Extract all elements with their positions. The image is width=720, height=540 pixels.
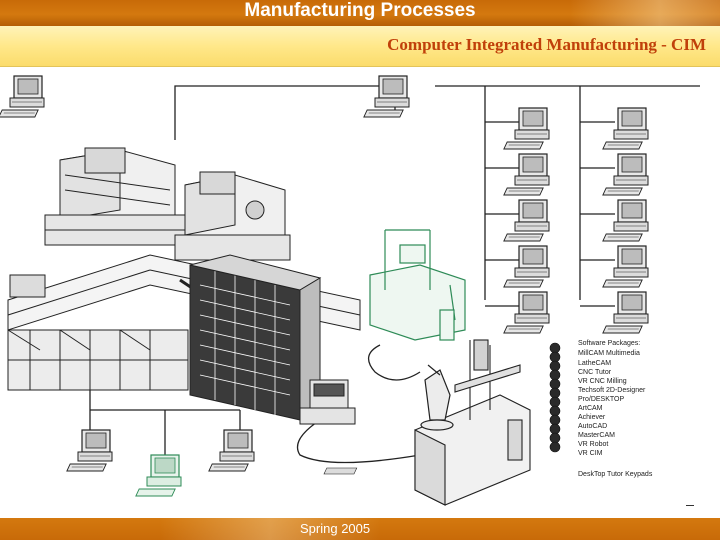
software-item: CNC Tutor — [578, 369, 612, 376]
subtitle-bar — [0, 26, 720, 67]
software-item: ArtCAM — [578, 405, 603, 412]
storage-rack — [189, 254, 322, 421]
software-item: Techsoft 2D-Designer — [578, 387, 646, 394]
software-item: Achiever — [578, 414, 606, 421]
cnc-machine-left — [44, 147, 196, 246]
header-bar — [0, 0, 720, 26]
footer-date: Spring 2005 — [300, 521, 371, 536]
workstation-top-center — [363, 75, 410, 118]
keypads-label: DeskTop Tutor Keypads — [578, 471, 653, 478]
conveyor-system — [7, 254, 361, 391]
footer-highlight — [160, 518, 380, 540]
cim-diagram: Software Packages: MillCAM Multimedia La… — [0, 75, 700, 506]
assembly-robot — [369, 229, 466, 341]
software-item: AutoCAD — [578, 423, 607, 430]
software-item: VR Robot — [578, 441, 608, 448]
software-item: MasterCAM — [578, 432, 615, 439]
workstation-bottom-right — [208, 429, 255, 472]
keypad-stack — [323, 342, 561, 475]
footer-bar — [0, 518, 720, 540]
header-highlight — [570, 0, 720, 26]
software-item: MillCAM Multimedia — [578, 350, 640, 357]
slide-marker — [686, 505, 694, 506]
software-packages-list: Software Packages: MillCAM Multimedia La… — [578, 340, 653, 478]
controller-unit — [299, 379, 356, 425]
software-item: VR CIM — [578, 450, 603, 457]
workstation-top-left — [0, 75, 45, 118]
slide-title: Manufacturing Processes — [244, 0, 476, 21]
software-item: Pro/DESKTOP — [578, 396, 624, 403]
cnc-machine-right — [174, 171, 291, 261]
slide-subtitle: Computer Integrated Manufacturing - CIM — [387, 35, 706, 54]
software-item: VR CNC Milling — [578, 378, 627, 385]
workstation-column-a — [503, 107, 550, 334]
workstation-bottom-green — [135, 454, 182, 497]
software-heading: Software Packages: — [578, 340, 640, 347]
software-item: LatheCAM — [578, 360, 611, 367]
robot-arm — [420, 364, 454, 431]
workstation-bottom-left — [66, 429, 113, 472]
workstation-column-b — [602, 107, 649, 334]
